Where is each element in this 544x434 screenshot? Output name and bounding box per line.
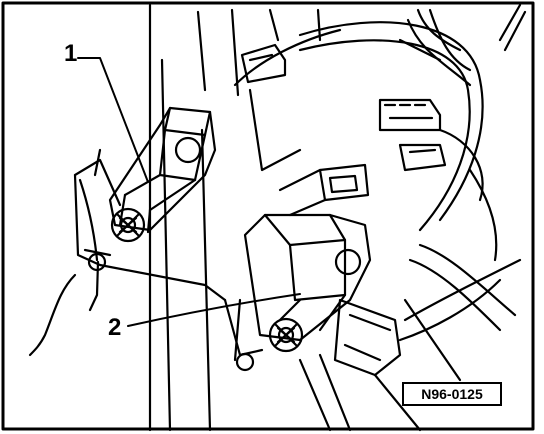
wire-harness: [298, 21, 484, 222]
leader-line-1: [77, 57, 149, 183]
mounting-bracket: [73, 158, 227, 302]
switch-1: [108, 106, 217, 243]
callout-2: 2: [108, 314, 122, 341]
connector-block: [378, 98, 442, 132]
switch-2: [243, 213, 372, 353]
connector-socket: [318, 163, 370, 202]
leader-line-2: [127, 293, 301, 327]
callout-1: 1: [64, 40, 78, 67]
figure-frame: [1, 1, 535, 431]
lower-housing: [333, 298, 402, 377]
connector-block: [240, 43, 287, 84]
figure-code: N96-0125: [402, 382, 502, 406]
